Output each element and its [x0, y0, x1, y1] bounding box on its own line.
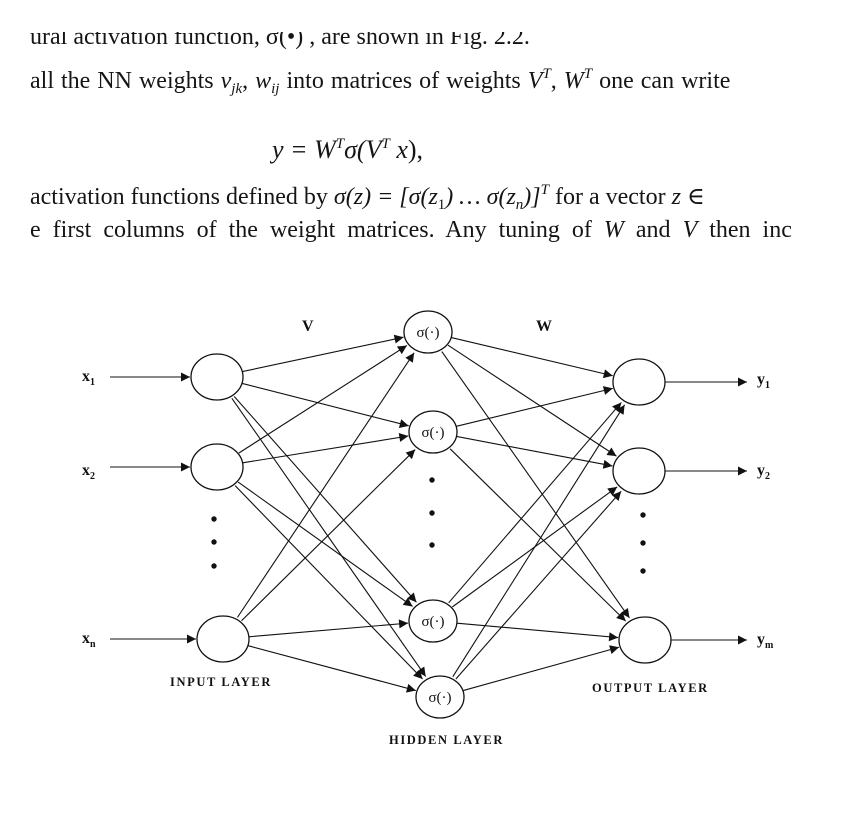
- hidden-node-1: [403, 310, 453, 354]
- text-line-0: ural activation function, σ(•) , are sho…: [30, 24, 530, 50]
- output-node-2: [612, 447, 666, 495]
- input-label-x1: x1: [82, 368, 95, 388]
- edge-in2-hid3: [237, 481, 413, 607]
- hidden-node-label-2: σ(·): [421, 425, 444, 441]
- edge-in3-hid2: [241, 449, 416, 622]
- l3-c: ∈: [680, 184, 705, 210]
- ellipsis-dots: [211, 477, 646, 574]
- l3-T: T: [540, 182, 549, 198]
- eq-x: x: [389, 135, 408, 164]
- weight-label-v: V: [302, 318, 314, 335]
- hidden-layer-label: HIDDEN LAYER: [389, 733, 504, 747]
- hidden-node-2: [408, 410, 458, 454]
- hidden-node-label-4: σ(·): [428, 690, 451, 706]
- edge-in1-hid2: [242, 382, 409, 428]
- eq-lhs: y = W: [272, 135, 336, 164]
- input-layer-label: INPUT LAYER: [170, 675, 272, 689]
- edge-hid3-out3: [456, 622, 619, 642]
- edge-hid1-out1: [451, 336, 613, 379]
- hidden-node-3: [408, 599, 458, 643]
- l4-W: W: [603, 217, 624, 243]
- equation: y = WTσ(VT x),: [272, 135, 423, 165]
- edge-in2-hid2: [242, 432, 409, 464]
- l1-T2: T: [583, 66, 593, 82]
- edge-in2-hid4: [234, 485, 423, 680]
- output-node-1: [612, 358, 666, 406]
- edge-in1-hid3: [233, 396, 417, 603]
- input-label-x2: x2: [82, 462, 95, 482]
- edge-hid2-out2: [456, 435, 613, 469]
- l1-c: one can write: [592, 68, 731, 94]
- edge-hid3-out1: [448, 402, 622, 604]
- l1-b: into matrices of weights: [279, 68, 528, 94]
- l3-fn: σ(z) = [σ(z: [333, 184, 438, 210]
- edge-hid2-out1: [456, 386, 613, 427]
- l3-sn: n: [515, 197, 524, 213]
- edge-in2-hid1: [238, 345, 408, 454]
- text-line-1: all the NN weights vjk, wij into matrice…: [30, 66, 731, 97]
- nodes: σ(·) σ(·) σ(·) σ(·): [190, 310, 672, 719]
- eq-end: ),: [407, 135, 424, 164]
- l3-dots: ) … σ(z: [445, 184, 516, 210]
- input-node-2: [190, 443, 244, 491]
- output-label-y1: y1: [757, 371, 770, 391]
- hidden-node-label-3: σ(·): [421, 614, 444, 630]
- l1-w-sub: ij: [271, 81, 280, 97]
- edge-in1-hid1: [242, 334, 404, 373]
- l4-a: e first columns of the weight matrices. …: [30, 217, 604, 243]
- l1-v: v: [220, 68, 232, 94]
- edge-hid1-out2: [447, 344, 617, 457]
- l1-T1: T: [542, 66, 551, 82]
- l3-s1: 1: [437, 197, 446, 213]
- l1-v-sub: jk: [231, 81, 243, 97]
- text-line-4: e first columns of the weight matrices. …: [30, 215, 792, 245]
- eq-mid: σ(V: [344, 135, 382, 164]
- l1-comma1: ,: [242, 68, 256, 94]
- l4-V: V: [682, 217, 698, 243]
- hidden-node-4: [415, 675, 465, 719]
- input-node-1: [190, 353, 244, 401]
- output-label-y2: y2: [757, 462, 770, 482]
- edge-in1-hid4: [231, 398, 427, 677]
- edge-hid1-out3: [441, 351, 630, 619]
- l3-b: for a vector: [548, 184, 672, 210]
- eq-T2: T: [381, 136, 390, 152]
- edge-in3-hid1: [236, 352, 415, 618]
- hidden-node-label-1: σ(·): [416, 325, 439, 341]
- weight-label-w: W: [536, 318, 552, 335]
- text-line-3: activation functions defined by σ(z) = […: [30, 182, 705, 213]
- l3-a: activation functions defined by: [30, 184, 334, 210]
- l1-comma2: ,: [550, 68, 564, 94]
- edge-hid4-out1: [452, 404, 626, 678]
- l1-W: W: [563, 68, 584, 94]
- edge-hid4-out3: [462, 645, 620, 692]
- input-label-xn: xn: [82, 630, 96, 650]
- edge-in3-hid4: [247, 645, 416, 693]
- connections: [110, 334, 747, 693]
- output-node-3: [618, 616, 672, 664]
- output-label-ym: ym: [757, 631, 774, 651]
- l3-z: z: [671, 184, 681, 210]
- l4-b: and: [623, 217, 683, 243]
- edge-in3-hid3: [248, 619, 409, 638]
- l1-V: V: [527, 68, 543, 94]
- l3-close: )]: [523, 184, 541, 210]
- l4-c: then inc: [697, 217, 792, 243]
- edge-hid4-out2: [455, 490, 622, 680]
- eq-T1: T: [335, 136, 345, 152]
- l1-w: w: [255, 68, 272, 94]
- input-node-3: [196, 615, 250, 663]
- l1-a: all the NN weights: [30, 68, 221, 94]
- output-layer-label: OUTPUT LAYER: [592, 681, 709, 695]
- edge-hid2-out3: [449, 448, 627, 622]
